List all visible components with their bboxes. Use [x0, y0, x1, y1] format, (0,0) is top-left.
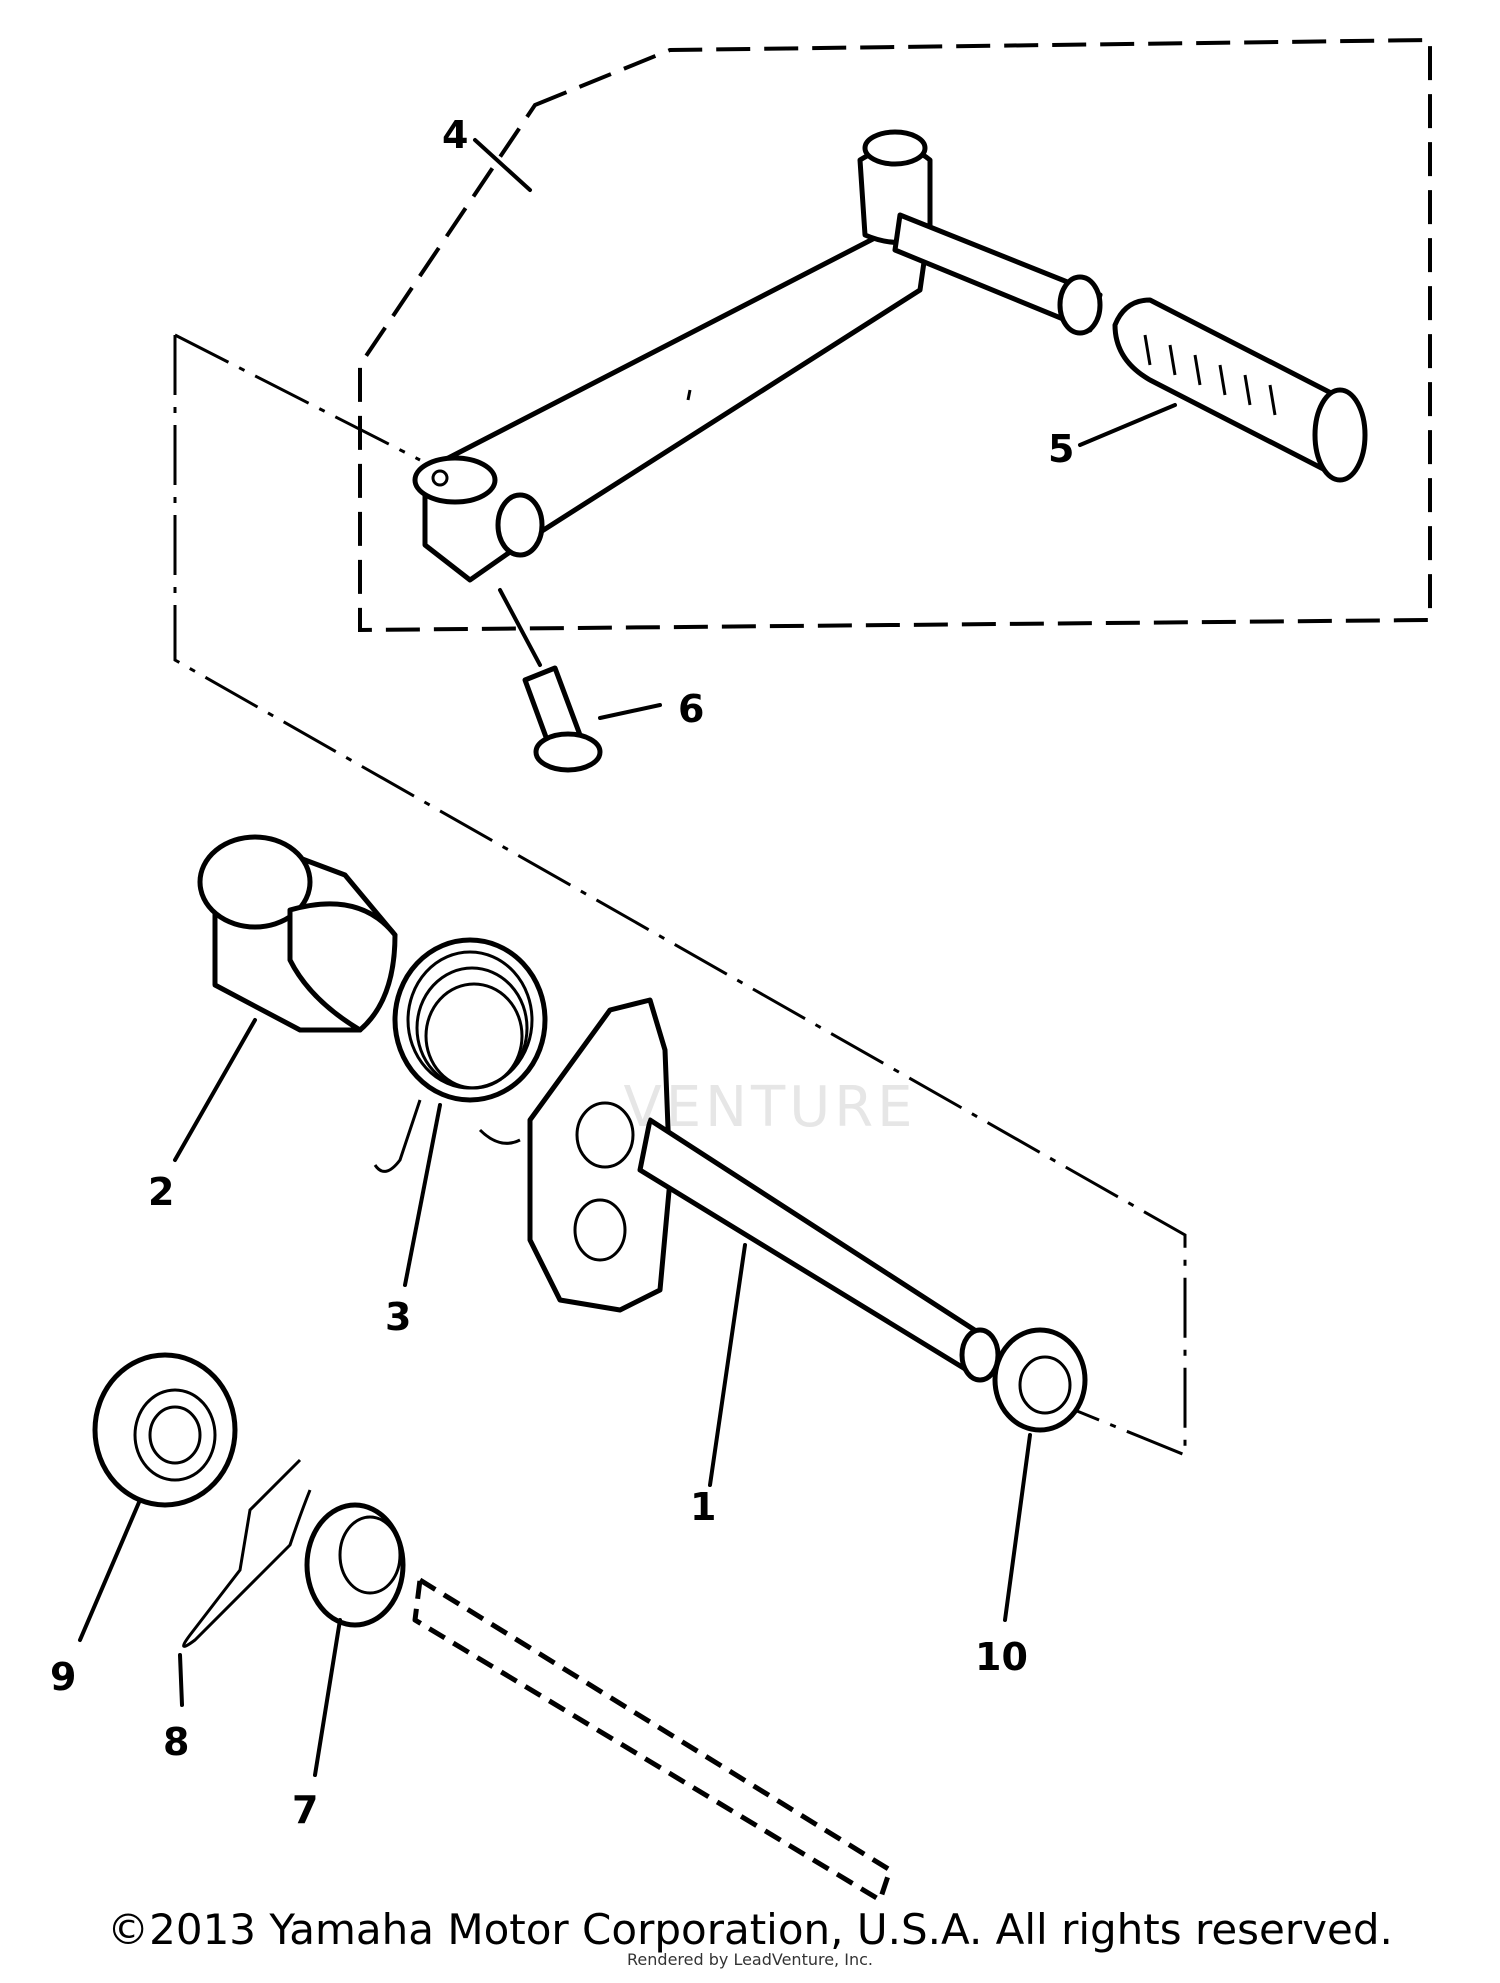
callout-5: 5 — [1048, 427, 1074, 471]
callout-1: 1 — [690, 1485, 716, 1529]
leader-8 — [178, 1653, 184, 1707]
callout-10: 10 — [975, 1635, 1028, 1679]
callout-4: 4 — [442, 113, 468, 157]
watermark: VENTURE — [623, 1075, 917, 1140]
callout-8: 8 — [163, 1720, 189, 1764]
main-axle — [412, 1577, 893, 1903]
kick-crank-arm[interactable] — [412, 129, 1103, 583]
kick-shaft-with-gear[interactable] — [527, 997, 1001, 1383]
callout-2: 2 — [148, 1170, 174, 1214]
circlip[interactable] — [182, 1458, 312, 1648]
leader-2 — [173, 1018, 257, 1162]
callout-6: 6 — [678, 687, 704, 731]
callout-7: 7 — [292, 1788, 318, 1832]
callout-3: 3 — [385, 1295, 411, 1339]
leader-4 — [473, 138, 532, 192]
render-note: Rendered by LeadVenture, Inc. — [627, 1950, 873, 1969]
shaft-assembly-outline — [173, 333, 1187, 1458]
leader-1 — [708, 1243, 747, 1487]
leader-10 — [1003, 1433, 1032, 1622]
torsion-spring[interactable] — [373, 937, 548, 1173]
leader-7 — [313, 1618, 342, 1777]
leader-6 — [598, 703, 662, 720]
copyright-notice: ©2013 Yamaha Motor Corporation, U.S.A. A… — [107, 1905, 1393, 1954]
bearing[interactable] — [92, 1352, 238, 1508]
callout-9: 9 — [50, 1655, 76, 1699]
kick-crank-grip[interactable] — [1112, 297, 1368, 483]
oil-seal[interactable] — [992, 1327, 1088, 1433]
leader-9 — [78, 1498, 142, 1642]
kick-crank-bolt[interactable] — [498, 588, 603, 773]
pinion-gear[interactable] — [304, 1502, 406, 1628]
spring-cover-cup[interactable] — [197, 834, 398, 1033]
kick-crank-assembly-box — [358, 37, 1432, 633]
leader-5 — [1078, 403, 1177, 447]
leader-3 — [403, 1103, 442, 1287]
